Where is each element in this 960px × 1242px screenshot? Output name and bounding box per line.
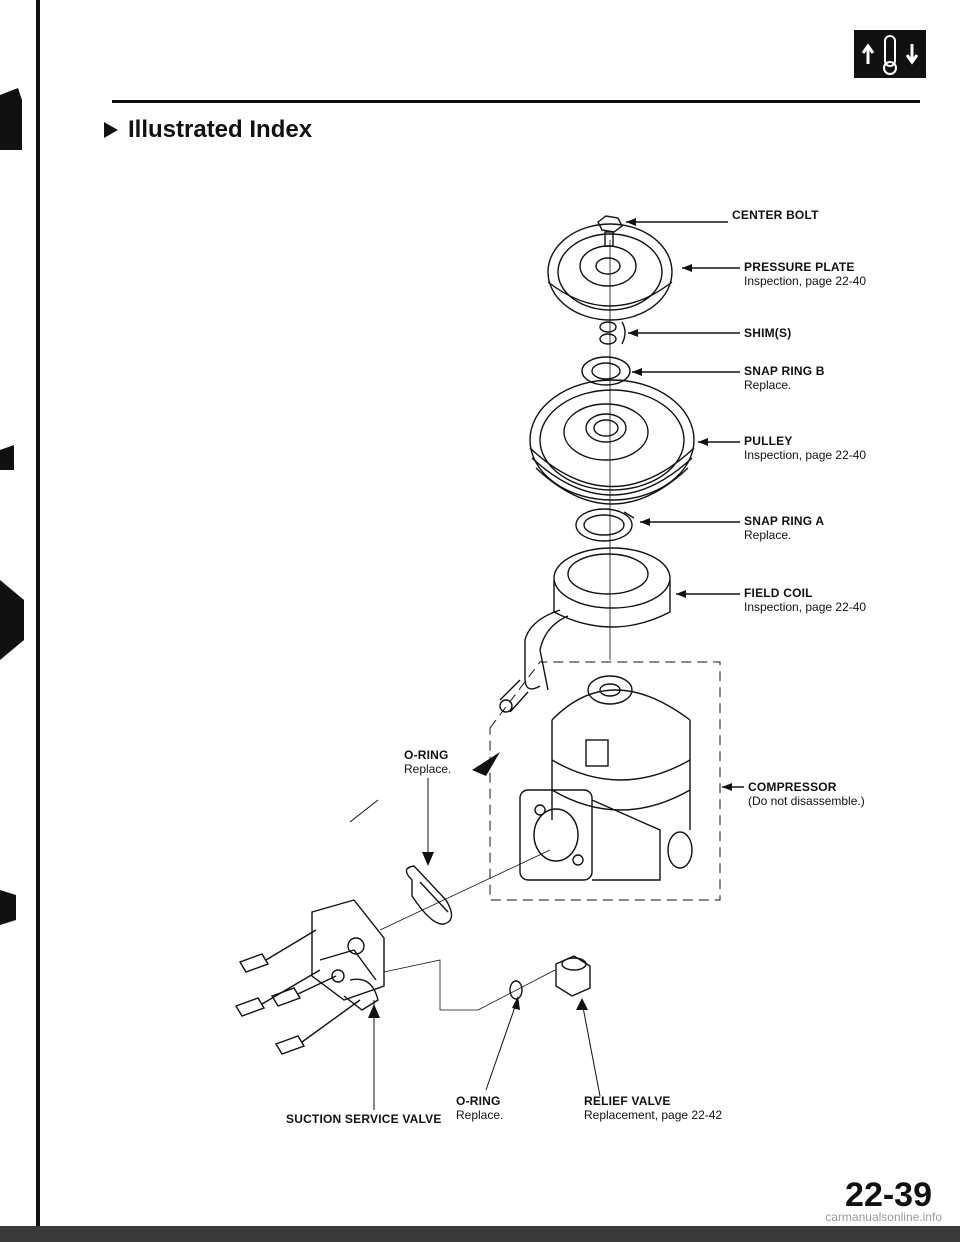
label-field-coil-note: Inspection, page 22-40	[744, 600, 867, 614]
page-title: Illustrated Index	[128, 116, 313, 143]
ac-thermometer-icon	[854, 30, 926, 78]
tab-marker-mid	[0, 445, 14, 470]
label-relief-valve: RELIEF VALVE Replacement, page 22-42	[584, 1094, 722, 1122]
footer-bar	[0, 1226, 960, 1242]
title-bullet-icon	[104, 122, 118, 138]
pulley-part	[529, 379, 695, 505]
label-pressure-plate: PRESSURE PLATE Inspection, page 22-40	[744, 260, 866, 288]
pressure-plate-part	[547, 223, 673, 321]
page-number: 22-39	[845, 1176, 932, 1214]
o-ring-upper-part	[405, 865, 453, 925]
label-o-ring-lower: O-RING Replace.	[456, 1094, 503, 1122]
label-o-ring-lower-name: O-RING	[456, 1094, 501, 1108]
label-snap-ring-a-name: SNAP RING A	[744, 514, 825, 528]
label-snap-ring-b-note: Replace.	[744, 378, 792, 392]
label-pulley-name: PULLEY	[744, 434, 793, 448]
label-o-ring-upper: O-RING Replace.	[404, 748, 451, 776]
suction-service-valve-part	[234, 899, 385, 1055]
label-compressor-note: (Do not disassemble.)	[748, 794, 865, 808]
snap-ring-b-part	[581, 356, 631, 386]
label-o-ring-upper-name: O-RING	[404, 748, 449, 762]
o-ring-lower-part	[509, 980, 523, 1000]
snap-ring-a-part	[575, 508, 635, 542]
label-snap-ring-a: SNAP RING A Replace.	[744, 514, 824, 542]
label-relief-valve-name: RELIEF VALVE	[584, 1094, 671, 1108]
label-field-coil-name: FIELD COIL	[744, 586, 813, 600]
tab-marker-lower	[0, 580, 24, 660]
label-center-bolt: CENTER BOLT	[732, 208, 819, 222]
label-pressure-plate-note: Inspection, page 22-40	[744, 274, 867, 288]
label-suction-service-valve: SUCTION SERVICE VALVE	[286, 1112, 442, 1126]
label-o-ring-lower-note: Replace.	[456, 1108, 504, 1122]
label-snap-ring-a-note: Replace.	[744, 528, 792, 542]
label-pulley: PULLEY Inspection, page 22-40	[744, 434, 866, 462]
label-compressor: COMPRESSOR (Do not disassemble.)	[748, 780, 865, 808]
relief-valve-part	[555, 955, 591, 997]
label-pressure-plate-name: PRESSURE PLATE	[744, 260, 855, 274]
compressor-part	[499, 675, 693, 881]
label-snap-ring-b-name: SNAP RING B	[744, 364, 825, 378]
label-center-bolt-name: CENTER BOLT	[732, 208, 819, 222]
header-rule	[112, 100, 920, 103]
tab-marker-top	[0, 88, 22, 150]
label-suction-service-valve-name: SUCTION SERVICE VALVE	[286, 1112, 442, 1126]
binding-line	[36, 0, 40, 1230]
label-o-ring-upper-note: Replace.	[404, 762, 452, 776]
label-snap-ring-b: SNAP RING B Replace.	[744, 364, 825, 392]
field-coil-part	[524, 547, 671, 691]
shims-part	[599, 321, 626, 345]
label-shims: SHIM(S)	[744, 326, 791, 340]
label-relief-valve-note: Replacement, page 22-42	[584, 1108, 723, 1122]
label-pulley-note: Inspection, page 22-40	[744, 448, 867, 462]
label-compressor-name: COMPRESSOR	[748, 780, 837, 794]
label-shims-name: SHIM(S)	[744, 326, 792, 340]
watermark: carmanualsonline.info	[825, 1210, 942, 1224]
label-field-coil: FIELD COIL Inspection, page 22-40	[744, 586, 866, 614]
tab-marker-bottom	[0, 890, 16, 925]
